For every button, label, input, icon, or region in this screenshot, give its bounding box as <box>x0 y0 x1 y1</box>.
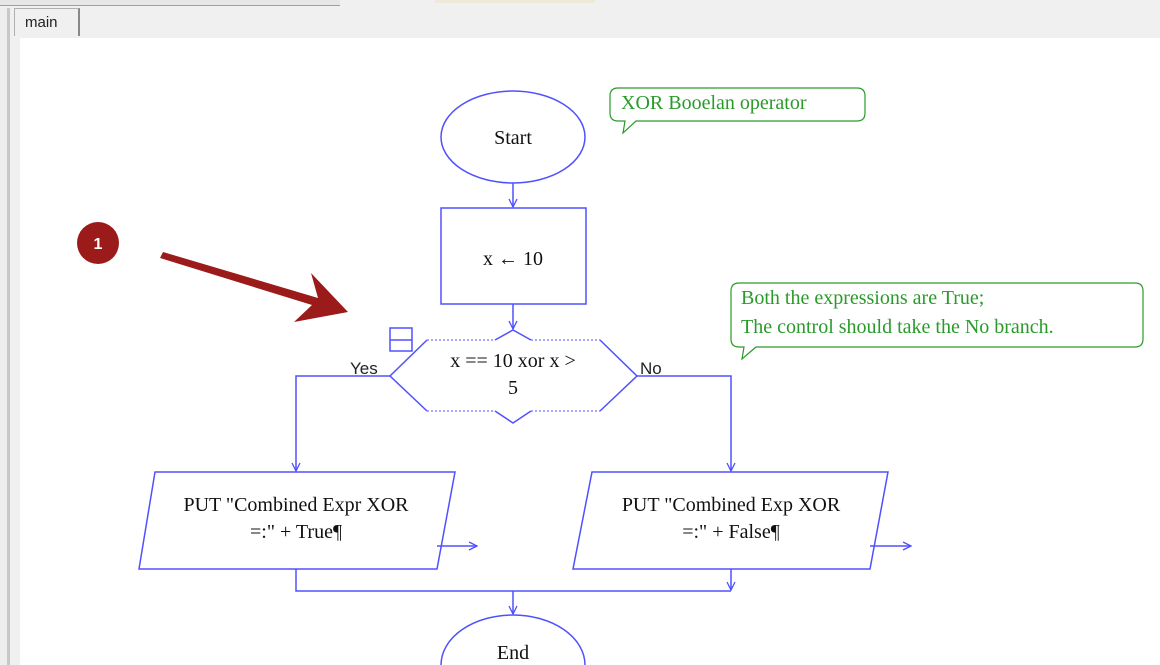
toolbar-strip <box>0 0 340 6</box>
end-label: End <box>497 642 529 664</box>
tab-main-label: main <box>25 14 58 31</box>
comment-bubble[interactable] <box>609 87 866 135</box>
toolbar-strip-highlight <box>435 0 595 3</box>
annotation-badge <box>77 222 119 264</box>
decision-label-2: 5 <box>508 377 518 399</box>
merge-connector <box>295 569 731 592</box>
comment-text: Both the expressions are True; <box>741 287 984 309</box>
decision-label-1: x == 10 xor x > <box>450 350 576 372</box>
no-branch-connector <box>637 375 731 471</box>
annotation-badge-label: 1 <box>94 236 103 253</box>
comment-text: The control should take the No branch. <box>741 316 1054 338</box>
output-yes-line2: =:" + True¶ <box>250 521 342 543</box>
yes-branch-connector <box>296 375 390 471</box>
no-label: No <box>640 359 662 378</box>
comment-bubble[interactable] <box>730 282 1144 361</box>
collapse-icon[interactable] <box>389 327 413 352</box>
output-symbol-yes[interactable] <box>138 471 456 570</box>
assign-label: x ← 10 <box>483 248 543 270</box>
symbol-panel <box>0 8 10 665</box>
yes-label: Yes <box>350 359 378 378</box>
output-no-line1: PUT "Combined Exp XOR <box>622 494 841 516</box>
start-label: Start <box>494 127 532 149</box>
flowchart-canvas[interactable] <box>20 38 1160 665</box>
comment-text: XOR Booelan operator <box>621 92 807 114</box>
output-symbol-no[interactable] <box>572 471 889 570</box>
tab-main[interactable]: main <box>14 8 80 36</box>
output-yes-line1: PUT "Combined Expr XOR <box>183 494 409 516</box>
end-symbol[interactable] <box>440 614 586 665</box>
output-no-line2: =:" + False¶ <box>682 521 780 543</box>
annotation-arrow-icon <box>160 252 348 322</box>
